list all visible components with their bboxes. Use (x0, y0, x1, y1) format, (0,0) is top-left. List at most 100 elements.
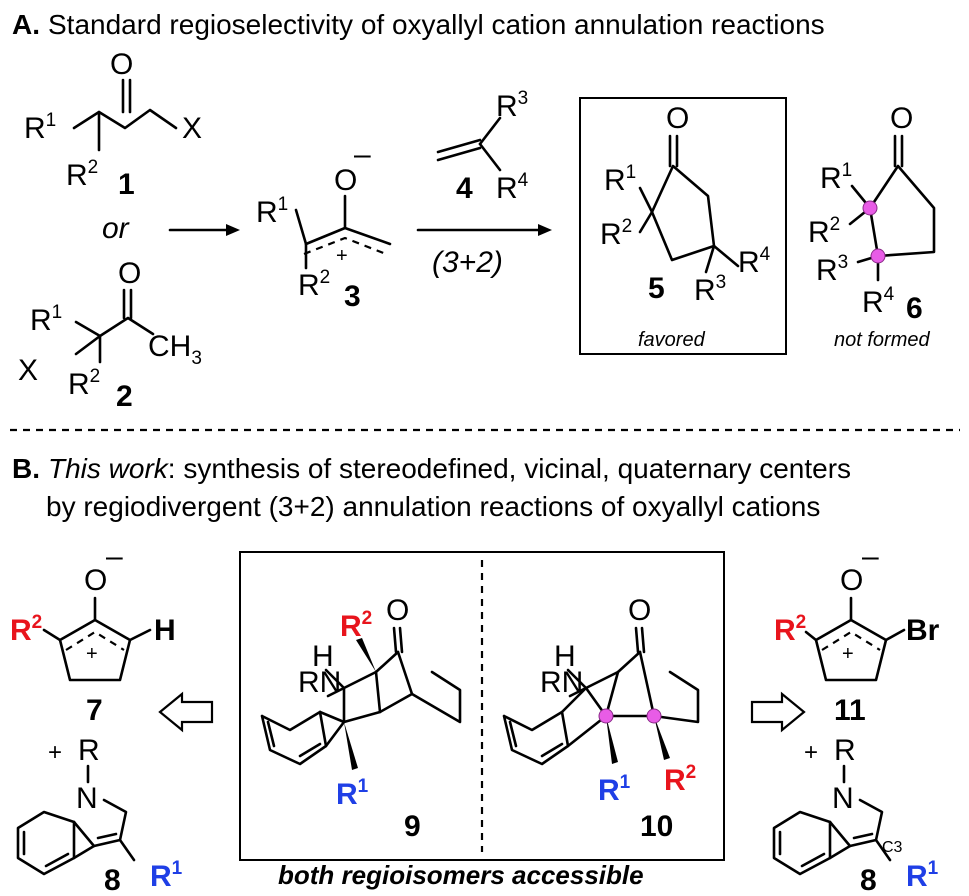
quaternary-center-marker (870, 248, 886, 264)
svg-text:R2: R2 (600, 216, 632, 251)
svg-text:+: + (336, 245, 348, 267)
svg-text:+: + (842, 643, 854, 665)
products-box (239, 551, 725, 861)
part-a-title: Standard regioselectivity of oxyallyl ca… (48, 9, 825, 40)
part-b-title-line2: by regiodivergent (3+2) annulation react… (46, 491, 820, 522)
compound-5-favored-product: O R1 R2 R4 R3 5 favored (579, 97, 787, 355)
retrosynthetic-arrow-right (750, 691, 806, 733)
svg-text:H: H (554, 640, 576, 673)
svg-text:R3: R3 (496, 88, 528, 123)
or-label: or (102, 212, 130, 245)
svg-text:X: X (18, 354, 38, 387)
svg-text:–: – (106, 540, 123, 573)
part-b-title-italic: This work (48, 453, 170, 484)
svg-text:+: + (86, 643, 98, 665)
compound-label-5: 5 (648, 272, 665, 305)
svg-text:O: O (628, 594, 651, 627)
compound-2-alpha-haloketone: O CH3 R1 X R2 2 (18, 257, 202, 413)
svg-text:R4: R4 (496, 170, 529, 205)
svg-text:–: – (354, 138, 371, 171)
regioisomers-footer: both regioisomers accessible (278, 860, 644, 890)
svg-text:B.This work: synthesis of ster: B. This work: synthesis of stereodefined,… (12, 453, 851, 484)
svg-text:R2: R2 (66, 157, 98, 192)
svg-text:R1: R1 (820, 160, 852, 195)
svg-text:+: + (48, 739, 62, 766)
svg-text:R: R (834, 734, 856, 767)
compound-label-8: 8 (104, 864, 121, 896)
part-b-letter: B. (12, 453, 40, 484)
compound-label-9: 9 (404, 810, 421, 843)
compound-6-not-formed-product: O R1 R2 R3 R4 6 not formed (808, 102, 936, 351)
compound-8-indole-right: R N C3 R1 8 (772, 734, 939, 896)
compound-label-10: 10 (640, 810, 673, 843)
compound-label-11: 11 (834, 694, 866, 727)
svg-text:R2: R2 (774, 612, 806, 647)
svg-text:O: O (840, 564, 863, 597)
svg-text:A.Standard regioselectivity of: A. Standard regioselectivity of oxyallyl … (12, 9, 825, 40)
compound-3-oxyallyl-cation: O – + R1 R2 3 (256, 138, 392, 313)
svg-text:O: O (890, 102, 913, 135)
compound-label-1: 1 (118, 168, 135, 201)
compound-4-alkene: R3 R4 4 (436, 88, 529, 205)
part-a-letter: A. (12, 9, 40, 40)
part-a: A. Standard regioselectivity of oxyallyl … (12, 9, 936, 413)
retrosynthetic-arrow-left (158, 691, 214, 733)
svg-text:O: O (386, 594, 409, 627)
compound-label-2: 2 (116, 380, 133, 413)
svg-text:O: O (334, 164, 357, 197)
svg-text:R1: R1 (906, 858, 939, 893)
svg-text:R4: R4 (862, 284, 895, 319)
svg-text:H: H (312, 640, 334, 673)
quaternary-center-marker (598, 708, 614, 724)
svg-text:R: R (78, 734, 100, 767)
part-b: B. This work: synthesis of stereodefined,… (10, 453, 940, 896)
svg-text:R2: R2 (664, 762, 696, 797)
quaternary-center-marker (646, 708, 662, 724)
compound-label-7: 7 (86, 694, 103, 727)
svg-text:R2: R2 (68, 366, 100, 401)
compound-10-regioisomer: O RN H R1 R2 10 (502, 594, 700, 843)
svg-text:R3: R3 (694, 272, 726, 307)
svg-text:Br: Br (906, 614, 940, 647)
quaternary-center-marker (862, 200, 878, 216)
c3-position-label: C3 (882, 839, 903, 856)
svg-text:R1: R1 (604, 162, 636, 197)
compound-label-4: 4 (456, 172, 473, 205)
svg-text:R1: R1 (30, 302, 62, 337)
svg-text:R4: R4 (738, 244, 771, 279)
svg-text:H: H (154, 614, 176, 647)
svg-text:R2: R2 (10, 612, 42, 647)
svg-text:X: X (182, 112, 202, 145)
svg-text:R1: R1 (256, 194, 288, 229)
compound-1-alpha-haloketone: R1 O X R2 1 (24, 48, 202, 201)
compound-11-bromo-oxyallyl: O – + R2 Br 11 (774, 540, 940, 727)
compound-label-3: 3 (344, 280, 361, 313)
compound-8-indole-left: R N R1 8 (16, 734, 183, 896)
reaction-arrow-2: (3+2) (416, 224, 552, 279)
svg-text:O: O (110, 48, 133, 81)
compound-label-8b: 8 (860, 864, 877, 896)
svg-text:R1: R1 (150, 858, 183, 893)
favored-note: favored (638, 329, 706, 351)
svg-text:–: – (862, 540, 879, 573)
svg-text:R2: R2 (340, 608, 372, 643)
svg-text:N: N (76, 782, 98, 815)
compound-7-cyclic-oxyallyl: O – + R2 H 7 (10, 540, 176, 727)
part-b-title: : synthesis of stereodefined, vicinal, q… (168, 453, 851, 484)
conditions-label: (3+2) (432, 246, 503, 279)
svg-text:R2: R2 (298, 267, 330, 302)
svg-text:CH3: CH3 (148, 330, 202, 369)
svg-text:O: O (84, 564, 107, 597)
svg-text:R1: R1 (24, 110, 56, 145)
svg-text:R1: R1 (336, 776, 369, 811)
svg-text:R1: R1 (598, 772, 631, 807)
favored-product-box (579, 97, 787, 355)
svg-text:O: O (118, 257, 141, 290)
svg-text:+: + (804, 739, 818, 766)
svg-text:N: N (832, 782, 854, 815)
compound-9-regioisomer: O RN H R2 R1 9 (260, 594, 462, 843)
svg-text:O: O (666, 102, 689, 135)
reaction-arrow-1 (168, 224, 240, 236)
compound-label-6: 6 (906, 292, 923, 325)
